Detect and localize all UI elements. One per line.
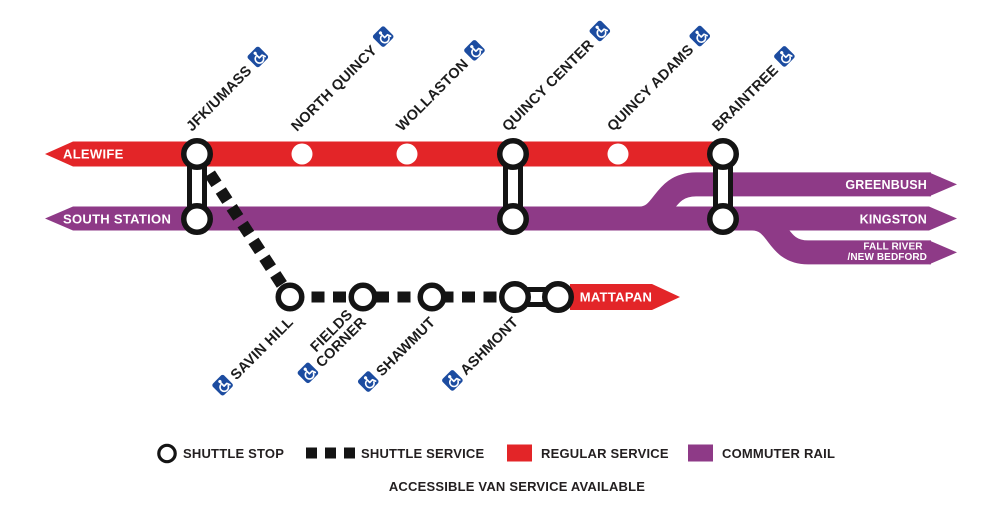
station-label-wollaston: WOLLASTON xyxy=(394,38,487,135)
terminal-greenbush: GREENBUSH xyxy=(845,178,927,192)
legend-dash-icon xyxy=(344,447,355,459)
shuttle-stop-ashmont xyxy=(499,281,531,313)
station-label-quincy-adams: QUINCY ADAMS xyxy=(605,23,712,135)
legend-shuttle-stop-label: SHUTTLE STOP xyxy=(183,446,284,461)
terminal-fall-river: FALL RIVER /NEW BEDFORD xyxy=(847,237,927,264)
station-name-north-quincy: NORTH QUINCY xyxy=(289,43,381,135)
terminal-south-station: SOUTH STATION xyxy=(63,212,171,227)
connector-quincy-center xyxy=(497,138,529,235)
accessible-icon xyxy=(587,18,612,44)
stop-wollaston xyxy=(396,143,418,165)
accessible-icon xyxy=(356,369,381,394)
station-name-jfk-umass: JFK/UMASS xyxy=(184,63,256,135)
station-label-north-quincy: NORTH QUINCY xyxy=(289,24,396,135)
shuttle-stop-savin-hill xyxy=(275,282,305,312)
station-name-quincy-center: QUINCY CENTER xyxy=(500,37,598,135)
stop-quincy-adams xyxy=(607,143,629,165)
legend-dash-icon xyxy=(306,447,317,459)
legend-shuttle-stop-icon xyxy=(157,443,177,464)
shuttle-stop-fields-corner xyxy=(348,282,378,312)
accessible-icon xyxy=(371,24,396,49)
legend-regular-service-swatch xyxy=(507,444,532,462)
accessible-icon xyxy=(295,360,321,386)
stop-north-quincy xyxy=(291,143,313,165)
station-name-wollaston: WOLLASTON xyxy=(394,56,472,134)
terminal-kingston: KINGSTON xyxy=(860,213,927,227)
station-name-savin-hill: SAVIN HILL xyxy=(228,315,297,384)
greenbush-arrow-tip xyxy=(929,172,957,197)
connector-jfk-umass xyxy=(181,138,213,235)
station-label-jfk-umass: JFK/UMASS xyxy=(184,44,270,135)
station-label-savin-hill: SAVIN HILL xyxy=(210,315,297,398)
fall-river-arrow-tip xyxy=(929,240,957,265)
accessible-icon xyxy=(772,44,797,69)
shuttle-stop-jfk-red xyxy=(181,138,213,170)
shuttle-stop-quincy-center-commuter xyxy=(497,203,529,235)
station-name-braintree: BRAINTREE xyxy=(710,62,782,134)
station-label-quincy-center: QUINCY CENTER xyxy=(500,18,612,135)
station-name-quincy-adams: QUINCY ADAMS xyxy=(605,42,698,135)
terminal-mattapan: MATTAPAN xyxy=(580,290,652,305)
shuttle-stop-braintree-red xyxy=(707,138,739,170)
red-line-band xyxy=(45,141,733,167)
legend: SHUTTLE STOP SHUTTLE SERVICE REGULAR SER… xyxy=(157,443,835,494)
legend-commuter-rail-label: COMMUTER RAIL xyxy=(722,446,835,461)
station-name-fields-corner: FIELDS CORNER xyxy=(303,304,370,371)
shuttle-stop-jfk-commuter xyxy=(181,203,213,235)
station-label-braintree: BRAINTREE xyxy=(710,44,797,135)
shuttle-service-lines xyxy=(193,153,515,303)
legend-footnote: ACCESSIBLE VAN SERVICE AVAILABLE xyxy=(389,479,645,494)
legend-dash-icon xyxy=(325,447,336,459)
shuttle-diagonal-dashed-line xyxy=(193,153,296,301)
shuttle-stop-shawmut xyxy=(417,282,447,312)
accessible-icon xyxy=(440,368,465,393)
station-label-fields-corner: FIELDS CORNER xyxy=(295,304,370,386)
station-name-ashmont: ASHMONT xyxy=(458,315,522,379)
shuttle-stop-braintree-commuter xyxy=(707,203,739,235)
station-label-shawmut: SHAWMUT xyxy=(356,315,439,394)
connector-ashmont-mattapan xyxy=(499,281,574,313)
accessible-icon xyxy=(687,23,712,49)
legend-shuttle-service-label: SHUTTLE SERVICE xyxy=(361,446,485,461)
accessible-icon xyxy=(462,38,487,63)
mattapan-arrow-band xyxy=(570,284,680,310)
legend-commuter-rail-swatch xyxy=(688,444,713,462)
station-name-shawmut: SHAWMUT xyxy=(374,315,439,380)
shuttle-stop-quincy-center-red xyxy=(497,138,529,170)
station-label-ashmont: ASHMONT xyxy=(440,315,522,393)
terminal-alewife: ALEWIFE xyxy=(63,147,124,162)
connector-braintree xyxy=(707,138,739,235)
accessible-icon xyxy=(210,373,235,398)
accessible-icon xyxy=(245,44,270,70)
legend-regular-service-label: REGULAR SERVICE xyxy=(541,446,669,461)
shuttle-stop-mattapan-trolley xyxy=(542,281,574,313)
